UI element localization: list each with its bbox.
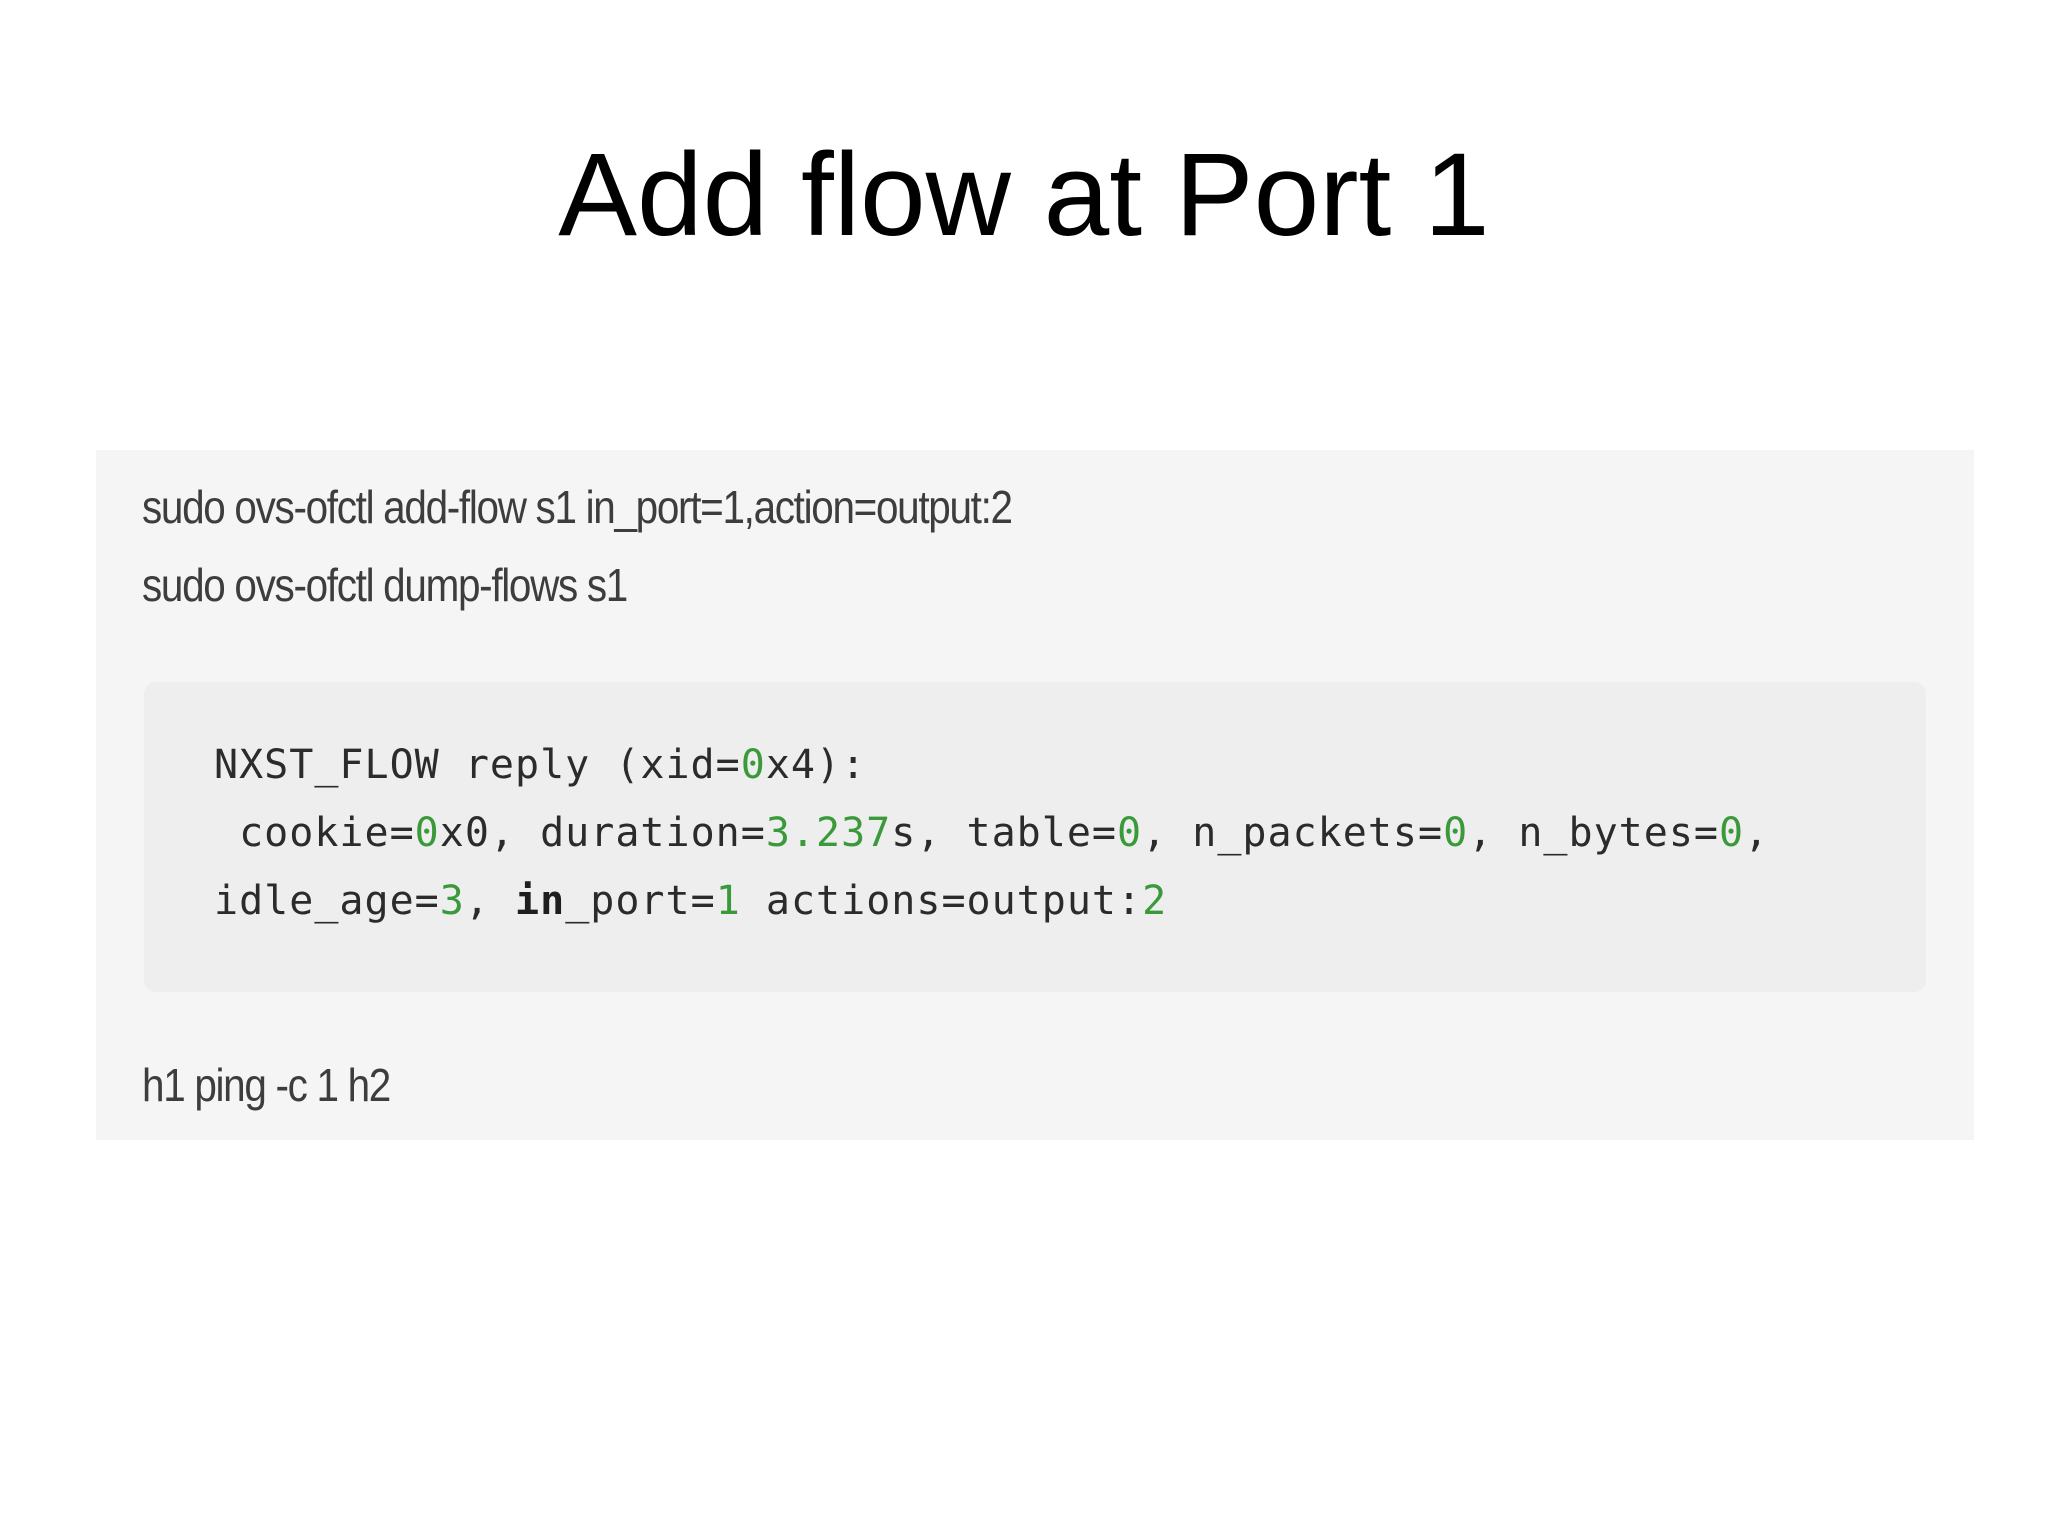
output-text: idle_age=: [214, 878, 440, 924]
output-text: ,: [1744, 810, 1770, 856]
dump-flows-command: sudo ovs-ofctl dump-flows s1: [142, 559, 628, 611]
output-text: x4):: [765, 742, 867, 788]
output-keyword: in: [515, 878, 566, 924]
output-text: NXST_FLOW reply (xid=: [214, 742, 741, 788]
output-text: , n_bytes=: [1468, 810, 1719, 856]
output-text: , n_packets=: [1142, 810, 1444, 856]
output-number: 0: [1117, 810, 1143, 856]
output-number: 3.237: [765, 810, 892, 856]
output-text: _port=: [565, 878, 716, 924]
add-flow-command: sudo ovs-ofctl add-flow s1 in_port=1,act…: [142, 481, 1013, 533]
output-number: 2: [1142, 878, 1168, 924]
output-text: x0, duration=: [439, 810, 766, 856]
output-number: 0: [1443, 810, 1469, 856]
slide-title: Add flow at Port 1: [558, 129, 1490, 261]
ping-command: h1 ping -c 1 h2: [142, 1059, 391, 1111]
output-line-2: cookie=0x0, duration=3.237s, table=0, n_…: [214, 810, 1769, 856]
output-text: cookie=: [214, 810, 415, 856]
output-number: 1: [715, 878, 741, 924]
output-text: s, table=: [891, 810, 1117, 856]
output-number: 0: [414, 810, 440, 856]
output-number: 0: [740, 742, 766, 788]
output-line-1: NXST_FLOW reply (xid=0x4):: [214, 742, 866, 788]
output-number: 3: [439, 878, 465, 924]
output-number: 0: [1719, 810, 1745, 856]
output-text: ,: [464, 878, 516, 924]
command-output-block: NXST_FLOW reply (xid=0x4): cookie=0x0, d…: [144, 682, 1926, 992]
output-text: actions=output:: [740, 878, 1143, 924]
code-snippet-panel: sudo ovs-ofctl add-flow s1 in_port=1,act…: [96, 450, 1974, 1140]
output-line-3: idle_age=3, in_port=1 actions=output:2: [214, 878, 1167, 924]
